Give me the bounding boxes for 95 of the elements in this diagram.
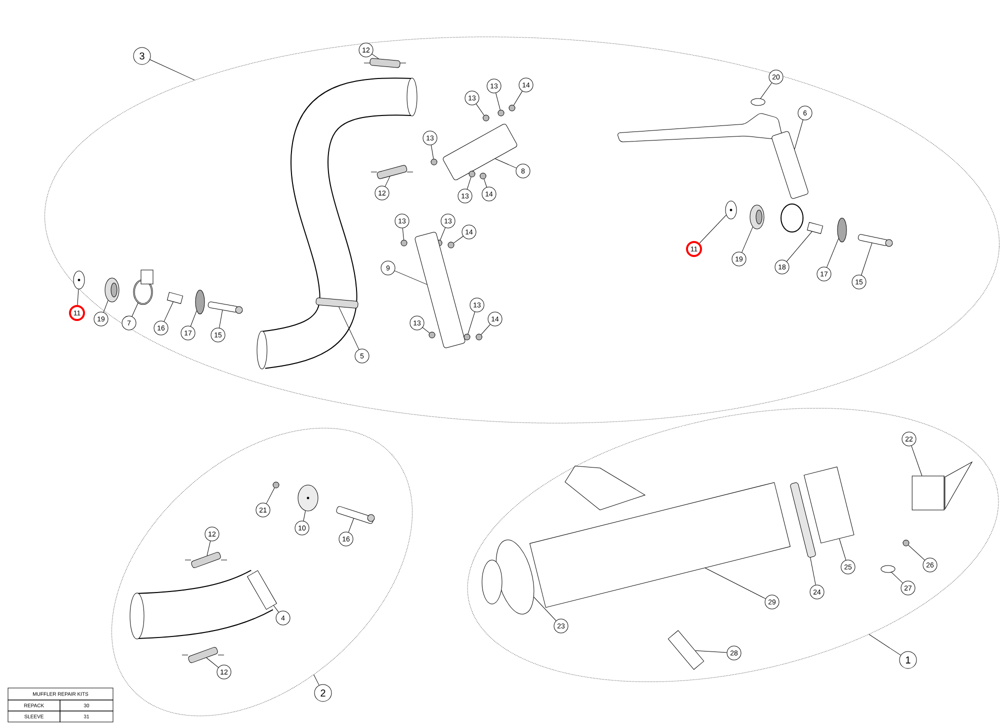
leader-line: [786, 231, 812, 262]
callout-number: 3: [133, 47, 151, 65]
leader-line: [513, 90, 522, 106]
nut-drawing: [428, 332, 436, 338]
group-outline: [44, 36, 1000, 424]
damper-drawing: [837, 218, 847, 242]
leader-line: [908, 544, 925, 560]
leader-line: [394, 270, 428, 285]
bushing-drawing: [104, 278, 120, 302]
damper-drawing: [195, 290, 205, 314]
leader-line: [440, 227, 446, 240]
spring-drawing: [182, 647, 224, 663]
bushing-drawing: [750, 204, 764, 230]
callout-number: 2: [314, 684, 332, 702]
leader-line: [484, 178, 487, 188]
leader-line: [839, 538, 846, 560]
nut-drawing: [400, 240, 408, 246]
leader-line: [810, 557, 816, 586]
rear-cap: [804, 466, 854, 544]
leader-line: [273, 605, 279, 612]
leader-line: [190, 310, 197, 326]
nut-drawing: [498, 110, 504, 116]
leader-line: [861, 242, 872, 276]
leader-line: [164, 302, 174, 322]
leader-line: [476, 104, 484, 116]
leader-line: [338, 306, 360, 350]
leader-line: [466, 176, 472, 190]
leader-line: [695, 650, 728, 653]
leader-line: [206, 540, 211, 556]
hanger-bracket: [772, 131, 808, 199]
washer-drawing: [750, 98, 766, 106]
clamp-drawing: [133, 270, 154, 305]
link-pipe-drawing: [130, 570, 277, 640]
leader-line: [453, 236, 464, 244]
leader-line: [206, 658, 219, 668]
leader-line: [266, 488, 275, 504]
bolt-drawing: [858, 234, 893, 247]
sleeve-drawing: [806, 222, 824, 234]
leader-line: [150, 59, 195, 80]
sleeve-drawing: [166, 292, 184, 304]
leader-line: [468, 312, 476, 334]
group-outline: [111, 428, 413, 716]
leader-line: [699, 214, 726, 244]
leader-line: [494, 158, 517, 168]
group-outline: [467, 408, 999, 682]
pipe-clamp: [316, 298, 358, 308]
clamping-band: [790, 482, 816, 558]
leader-line: [760, 82, 772, 99]
leader-line: [219, 310, 223, 328]
nut-drawing: [464, 334, 470, 340]
callout-number: 1: [899, 651, 917, 669]
leader-line: [132, 302, 138, 317]
nut-drawing: [272, 482, 280, 488]
leader-line: [402, 228, 404, 240]
bolt-drawing: [336, 506, 375, 524]
nut-drawing: [476, 334, 482, 340]
nut-drawing: [448, 242, 454, 248]
leader-line: [868, 634, 901, 656]
leader-line: [77, 288, 79, 306]
leader-line: [911, 446, 922, 476]
washer-drawing: [725, 200, 737, 220]
spring-drawing: [364, 58, 406, 68]
nut-drawing: [902, 540, 910, 546]
nut-drawing: [468, 170, 476, 178]
leader-line: [891, 572, 903, 584]
leader-line: [742, 226, 753, 253]
washer-drawing: [880, 565, 896, 573]
leader-line: [430, 144, 434, 160]
leader-line: [826, 238, 839, 268]
washer-drawing: [73, 270, 85, 290]
leader-line: [372, 54, 379, 59]
leader-line: [303, 510, 306, 522]
sealant-tube: [668, 630, 704, 670]
spring-drawing: [370, 165, 414, 179]
end-cap-drawing: [912, 462, 972, 510]
heat-shield-bracket: [442, 124, 518, 180]
leader-line: [348, 518, 354, 532]
nut-drawing: [430, 158, 438, 166]
grommet-drawing: [298, 484, 318, 512]
leader-line: [103, 300, 108, 312]
leader-line: [704, 568, 766, 599]
nut-drawing: [508, 104, 516, 112]
leader-line: [422, 327, 430, 334]
bolt-drawing: [208, 302, 243, 314]
leader-line: [794, 120, 804, 150]
leader-line: [314, 674, 320, 686]
leader-line: [480, 324, 490, 335]
nut-drawing: [482, 114, 490, 122]
front-cap-drawing: [482, 540, 534, 614]
nut-drawing: [480, 172, 486, 180]
leader-line: [384, 176, 390, 187]
heat-shield-bracket: [414, 232, 466, 348]
muffler-sleeve-drawing: [530, 466, 790, 608]
leader-line: [496, 92, 500, 110]
spring-drawing: [184, 552, 228, 568]
